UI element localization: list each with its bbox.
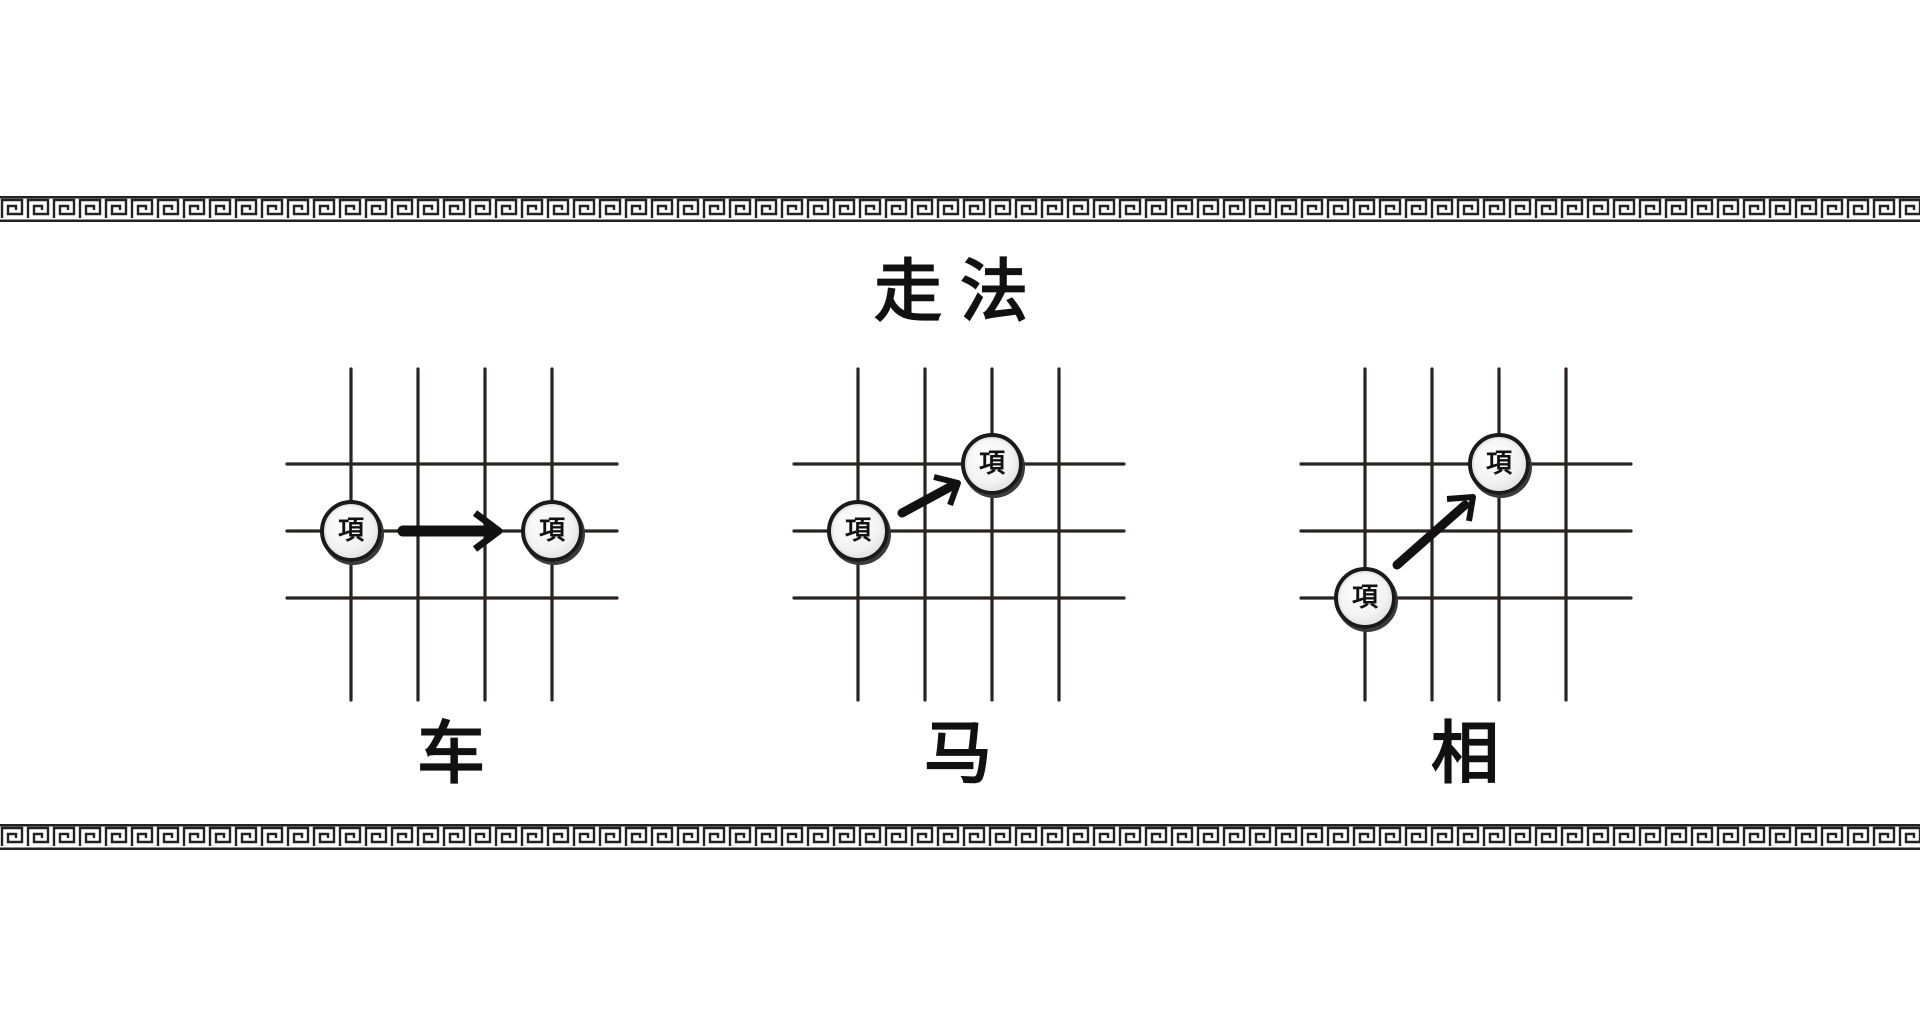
- move-diagram-elephant: 項 項 相: [1297, 365, 1637, 788]
- piece-glyph: 項: [337, 516, 364, 546]
- piece-destination: 項: [961, 433, 1023, 495]
- move-diagram-chariot: 項 項 车: [283, 365, 623, 788]
- piece-origin: 項: [1334, 567, 1396, 629]
- piece-glyph: 項: [844, 516, 871, 546]
- piece-name-elephant: 相: [1430, 714, 1499, 794]
- piece-name-chariot: 车: [416, 714, 485, 794]
- move-arrow: [1392, 494, 1476, 570]
- page-title: 走法: [873, 252, 1046, 332]
- board-grid: [792, 367, 1126, 702]
- piece-glyph: 項: [978, 449, 1005, 479]
- piece-origin: 項: [827, 500, 889, 562]
- fret-border-top: [0, 196, 1920, 222]
- fret-border-bottom: [0, 824, 1920, 850]
- move-diagram-horse: 項 項 马: [790, 365, 1130, 788]
- piece-glyph: 項: [1485, 449, 1512, 479]
- move-arrow: [897, 474, 961, 518]
- piece-glyph: 項: [538, 516, 565, 546]
- piece-destination: 項: [521, 500, 583, 562]
- board-grid: [1299, 367, 1633, 702]
- piece-name-horse: 马: [923, 714, 992, 794]
- move-arrow: [397, 510, 503, 552]
- piece-destination: 項: [1468, 433, 1530, 495]
- piece-glyph: 項: [1351, 583, 1378, 613]
- piece-origin: 項: [320, 500, 382, 562]
